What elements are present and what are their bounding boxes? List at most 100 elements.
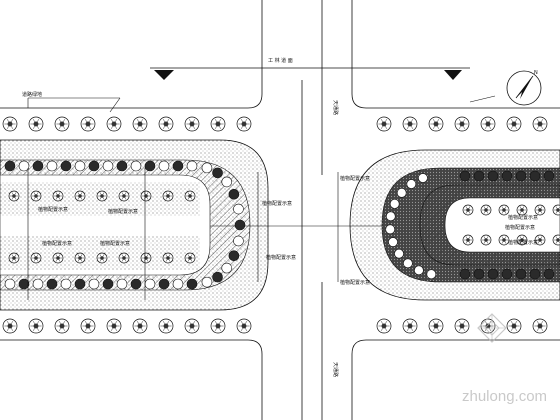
tree-symbol (428, 318, 444, 334)
tree-symbol (80, 116, 96, 132)
tree-symbol (52, 190, 64, 202)
tree-symbol (402, 318, 418, 334)
shrub-symbol (473, 170, 485, 182)
left-annot-5: 植物配置示意 (262, 200, 292, 207)
shrub-symbol (414, 265, 424, 276)
street-tree-label: 道路绿地 (22, 91, 42, 98)
shrub-symbol (221, 262, 233, 274)
tree-symbol (184, 318, 200, 334)
shrub-symbol (4, 278, 16, 290)
shrub-symbol (4, 160, 16, 172)
tree-symbol (516, 204, 528, 216)
left-annot-4: 植物配置示意 (100, 240, 130, 247)
compass-label: N (534, 70, 538, 76)
street-tree-rows (2, 116, 548, 334)
shrub-symbol (32, 160, 44, 172)
left-annot-3: 植物配置示意 (108, 208, 138, 215)
tree-symbol (454, 318, 470, 334)
shrub-symbol (18, 160, 30, 172)
shrub-symbol (74, 278, 86, 290)
shrub-symbol (385, 211, 396, 222)
tree-symbol (52, 252, 64, 264)
shrub-symbol (234, 219, 246, 231)
tree-symbol (140, 190, 152, 202)
tree-symbol (376, 318, 392, 334)
tree-symbol (210, 318, 226, 334)
shrub-symbol (18, 278, 30, 290)
tree-symbol (480, 116, 496, 132)
shrub-symbol (543, 170, 555, 182)
right-island-inner (444, 197, 560, 253)
shrub-symbol (501, 268, 513, 280)
shrub-symbol (406, 179, 417, 189)
tree-symbol (454, 116, 470, 132)
right-annot-1: 植物配置示意 (340, 175, 370, 182)
tree-symbol (552, 204, 560, 216)
shrub-symbol (543, 268, 555, 280)
tree-symbol (54, 116, 70, 132)
shrub-symbol (172, 278, 184, 290)
shrub-symbol (403, 258, 413, 269)
tree-symbol (480, 234, 492, 246)
tree-symbol (236, 318, 252, 334)
tree-symbol (184, 190, 196, 202)
shrub-symbol (130, 278, 142, 290)
shrub-symbol (233, 203, 244, 215)
shrub-symbol (88, 278, 100, 290)
watermark-logo-icon (477, 313, 507, 343)
shrub-symbol (201, 162, 213, 174)
tree-symbol (480, 318, 496, 334)
tree-symbol (74, 190, 86, 202)
tree-symbol (552, 234, 560, 246)
north-road-label: 工 林 道 面 (268, 57, 293, 64)
shrub-symbol (144, 160, 156, 172)
tree-symbol (534, 204, 546, 216)
tree-symbol (28, 116, 44, 132)
tree-symbol (96, 252, 108, 264)
shrub-symbol (228, 188, 240, 200)
shrub-symbol (186, 160, 198, 172)
tree-symbol (480, 204, 492, 216)
right-annot-4: 植物配置示意 (508, 239, 538, 246)
tree-symbol (8, 190, 20, 202)
tree-symbol (162, 252, 174, 264)
shrub-symbol (60, 278, 72, 290)
tree-symbol (140, 252, 152, 264)
shrub-symbol (473, 268, 485, 280)
right-annot-3: 植物配置示意 (508, 214, 538, 221)
shrub-symbol (389, 199, 400, 209)
compass-icon: N (506, 70, 542, 106)
left-island-shrubs (4, 160, 246, 290)
tree-symbol (106, 116, 122, 132)
shrub-symbol (130, 160, 142, 172)
labels: 工 林 道 面 道路绿地 天通路 天通路 植物配置示意 植物配置示意 植物配置示… (22, 57, 538, 377)
tree-symbol (428, 116, 444, 132)
shrub-symbol (172, 160, 184, 172)
shrub-symbol (212, 271, 223, 283)
tree-symbol (236, 116, 252, 132)
tree-symbol (402, 116, 418, 132)
shrub-symbol (388, 237, 398, 247)
shrub-symbol (158, 160, 170, 172)
shrub-symbol (74, 160, 86, 172)
tree-symbol (184, 252, 196, 264)
tree-symbol (96, 190, 108, 202)
tree-symbol (532, 116, 548, 132)
shrub-symbol (201, 276, 213, 288)
side-road-upper-label: 天通路 (332, 100, 339, 115)
tree-symbol (158, 116, 174, 132)
tree-symbol (498, 204, 510, 216)
shrub-symbol (396, 188, 407, 198)
shrub-symbol (385, 224, 395, 235)
tree-symbol (506, 318, 522, 334)
tree-symbol (2, 116, 18, 132)
tree-symbol (184, 116, 200, 132)
shrub-symbol (32, 278, 44, 290)
shrub-symbol (529, 170, 541, 182)
watermark: zhulong.com (462, 313, 547, 405)
right-annot-5: 植物配置示意 (505, 224, 535, 231)
shrub-symbol (515, 268, 527, 280)
left-annot-2: 植物配置示意 (42, 240, 72, 247)
right-annot-2: 植物配置示意 (340, 279, 370, 286)
